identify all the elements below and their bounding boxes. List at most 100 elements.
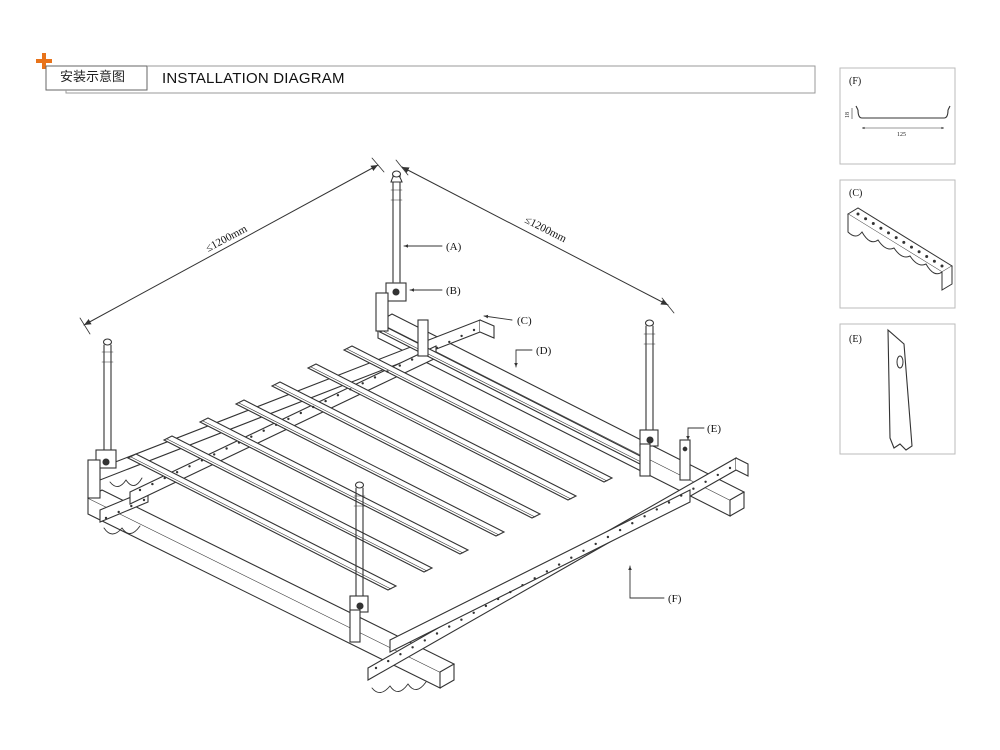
hanger-clip-back: [375, 282, 407, 332]
carrier-hole: [411, 646, 414, 649]
carrier-hole: [175, 471, 179, 474]
carrier-hole: [117, 510, 120, 514]
header-bar: [36, 53, 816, 94]
carrier-hole: [200, 459, 204, 462]
carrier-hole: [521, 584, 524, 587]
callout-e: (E): [707, 423, 721, 435]
carrier-hole: [448, 625, 451, 628]
carrier-hole: [312, 405, 315, 409]
connector-e: [679, 439, 691, 481]
detail-c-hole: [864, 217, 868, 221]
plus-icon: [36, 53, 52, 69]
carrier-hole: [423, 639, 426, 642]
carrier-hole: [472, 328, 476, 332]
hanger-rod-back: [390, 170, 403, 283]
detail-c-hole: [917, 250, 921, 254]
carrier-holes: [104, 328, 732, 670]
carrier-hole: [386, 370, 389, 373]
detail-c-hole: [856, 212, 860, 216]
ceiling-strip-edge: [346, 348, 608, 482]
detail-c-label: (C): [849, 188, 862, 199]
dimension-right: ≤1200mm: [523, 214, 569, 245]
carrier-hole: [299, 411, 302, 415]
detail-e-label: (E): [849, 334, 862, 345]
carrier-hole: [410, 358, 414, 361]
callout-c: (C): [517, 315, 532, 327]
carrier-hole: [274, 423, 278, 426]
detail-f-height: 18: [845, 112, 851, 118]
carrier-hole: [399, 653, 402, 656]
carrier-hole: [435, 632, 439, 635]
carrier-hole: [472, 611, 475, 614]
detail-c-holes: [856, 212, 944, 268]
detail-f-width: 125: [897, 132, 906, 138]
detail-f-label: (F): [849, 76, 861, 87]
carrier-hole: [716, 473, 719, 477]
ceiling-strip: [198, 417, 470, 555]
carrier-hole: [631, 522, 634, 525]
carrier-hole: [336, 394, 340, 397]
carrier-hole: [250, 435, 253, 438]
carrier-hole: [594, 542, 597, 546]
callout-a: (A): [446, 241, 462, 253]
carrier-hole: [138, 488, 142, 492]
leader-lines: [403, 244, 705, 599]
carrier-hole: [142, 498, 146, 502]
ceiling-strip-edge: [274, 384, 536, 518]
detail-c-hole: [910, 245, 913, 249]
detail-panel-f: (F) 125 18: [839, 67, 956, 165]
carrier-hole: [213, 453, 216, 456]
ceiling-strip: [306, 363, 578, 501]
carrier-hole: [398, 364, 401, 367]
carrier-hole: [667, 501, 671, 504]
ceiling-strip-edge: [202, 420, 464, 554]
ceiling-strip: [342, 345, 614, 483]
ceiling-strip-edge: [310, 366, 572, 500]
carrier-hole: [692, 487, 695, 490]
carrier-hole: [237, 441, 241, 444]
carrier-hole: [680, 494, 683, 497]
ceiling-strip: [234, 399, 506, 537]
callout-labels: (A) (B) (C) (D) (E) (F): [446, 241, 721, 605]
carrier-hole: [262, 429, 265, 432]
carrier-hole: [373, 376, 377, 379]
header-cn-box: [45, 65, 148, 91]
carrier-hole: [130, 504, 133, 508]
ceiling-strips-f: [126, 327, 650, 591]
tee-rail-inner: [389, 489, 691, 653]
carrier-hole: [704, 480, 707, 483]
ceiling-strip-edge: [130, 456, 392, 590]
carrier-hole: [618, 528, 622, 532]
detail-c-hole: [925, 255, 929, 258]
detail-c-hole: [902, 240, 906, 244]
carrier-hole: [448, 340, 451, 344]
ceiling-strip-edge: [166, 438, 428, 572]
carrier-hole: [188, 465, 191, 468]
carrier-hole: [643, 515, 646, 518]
carrier-hole: [104, 516, 108, 520]
hanger-clip-front: [349, 595, 369, 643]
connector-c-mid: [417, 319, 429, 357]
carrier-hole: [287, 417, 290, 421]
carrier-hole: [460, 618, 463, 621]
carrier-hole: [225, 447, 228, 450]
ceiling-strip: [126, 453, 398, 591]
carrier-hole: [533, 577, 536, 580]
detail-c-hole: [940, 264, 944, 268]
carrier-hole: [151, 482, 154, 486]
ceiling-strip: [270, 381, 542, 519]
callout-f: (F): [668, 593, 682, 605]
hanger-rod-left: [101, 338, 114, 451]
carrier-hole: [435, 346, 439, 349]
carrier-hole: [163, 476, 166, 480]
carrier-hole: [582, 549, 585, 552]
carrier-hole: [509, 590, 512, 594]
carrier-hole: [545, 570, 549, 573]
carrier-hole: [606, 535, 610, 539]
hanger-clip-right: [639, 429, 659, 477]
carrier-hole: [570, 556, 573, 559]
ceiling-strip: [162, 435, 434, 573]
carrier-hole: [557, 563, 561, 566]
carrier-hole: [349, 388, 352, 391]
